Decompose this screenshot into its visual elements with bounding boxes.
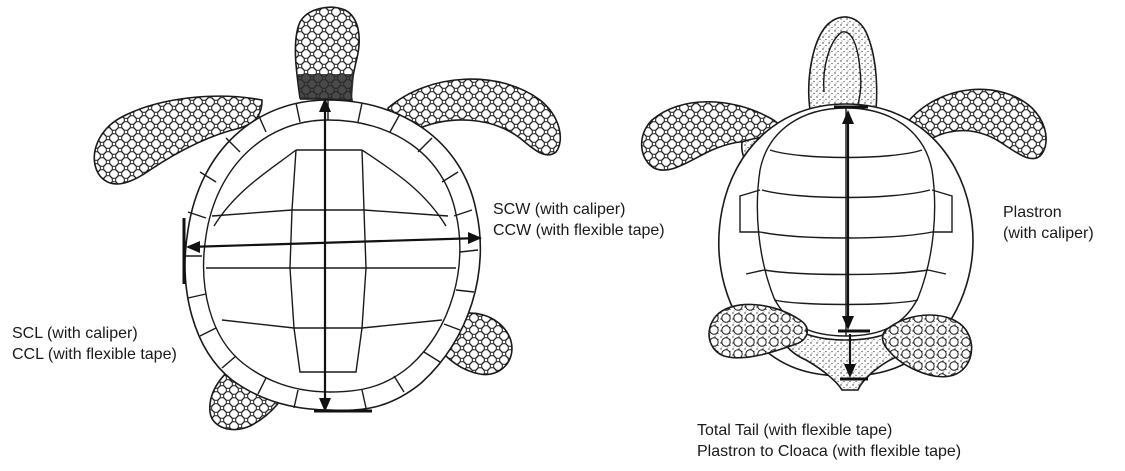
plastron-label-line1: Plastron: [1003, 202, 1094, 223]
dorsal-carapace: [185, 100, 480, 410]
plastron-label-line2: (with caliper): [1003, 223, 1094, 244]
ventral-turtle: [642, 17, 1046, 390]
plastron-to-cloaca-label: Plastron to Cloaca (with flexible tape): [697, 441, 961, 462]
ventral-head: [809, 17, 877, 110]
total-tail-label: Total Tail (with flexible tape): [697, 420, 961, 441]
scw-ccw-label: SCW (with caliper) CCW (with flexible ta…: [493, 199, 665, 241]
ccw-label: CCW (with flexible tape): [493, 220, 665, 241]
dorsal-neck-dark: [298, 74, 354, 100]
scl-label: SCL (with caliper): [12, 323, 177, 344]
scl-ccl-label: SCL (with caliper) CCL (with flexible ta…: [12, 323, 177, 365]
dorsal-turtle: [94, 7, 560, 429]
ccl-label: CCL (with flexible tape): [12, 344, 177, 365]
tail-label: Total Tail (with flexible tape) Plastron…: [697, 420, 961, 462]
scw-label: SCW (with caliper): [493, 199, 665, 220]
plastron-label: Plastron (with caliper): [1003, 202, 1094, 244]
